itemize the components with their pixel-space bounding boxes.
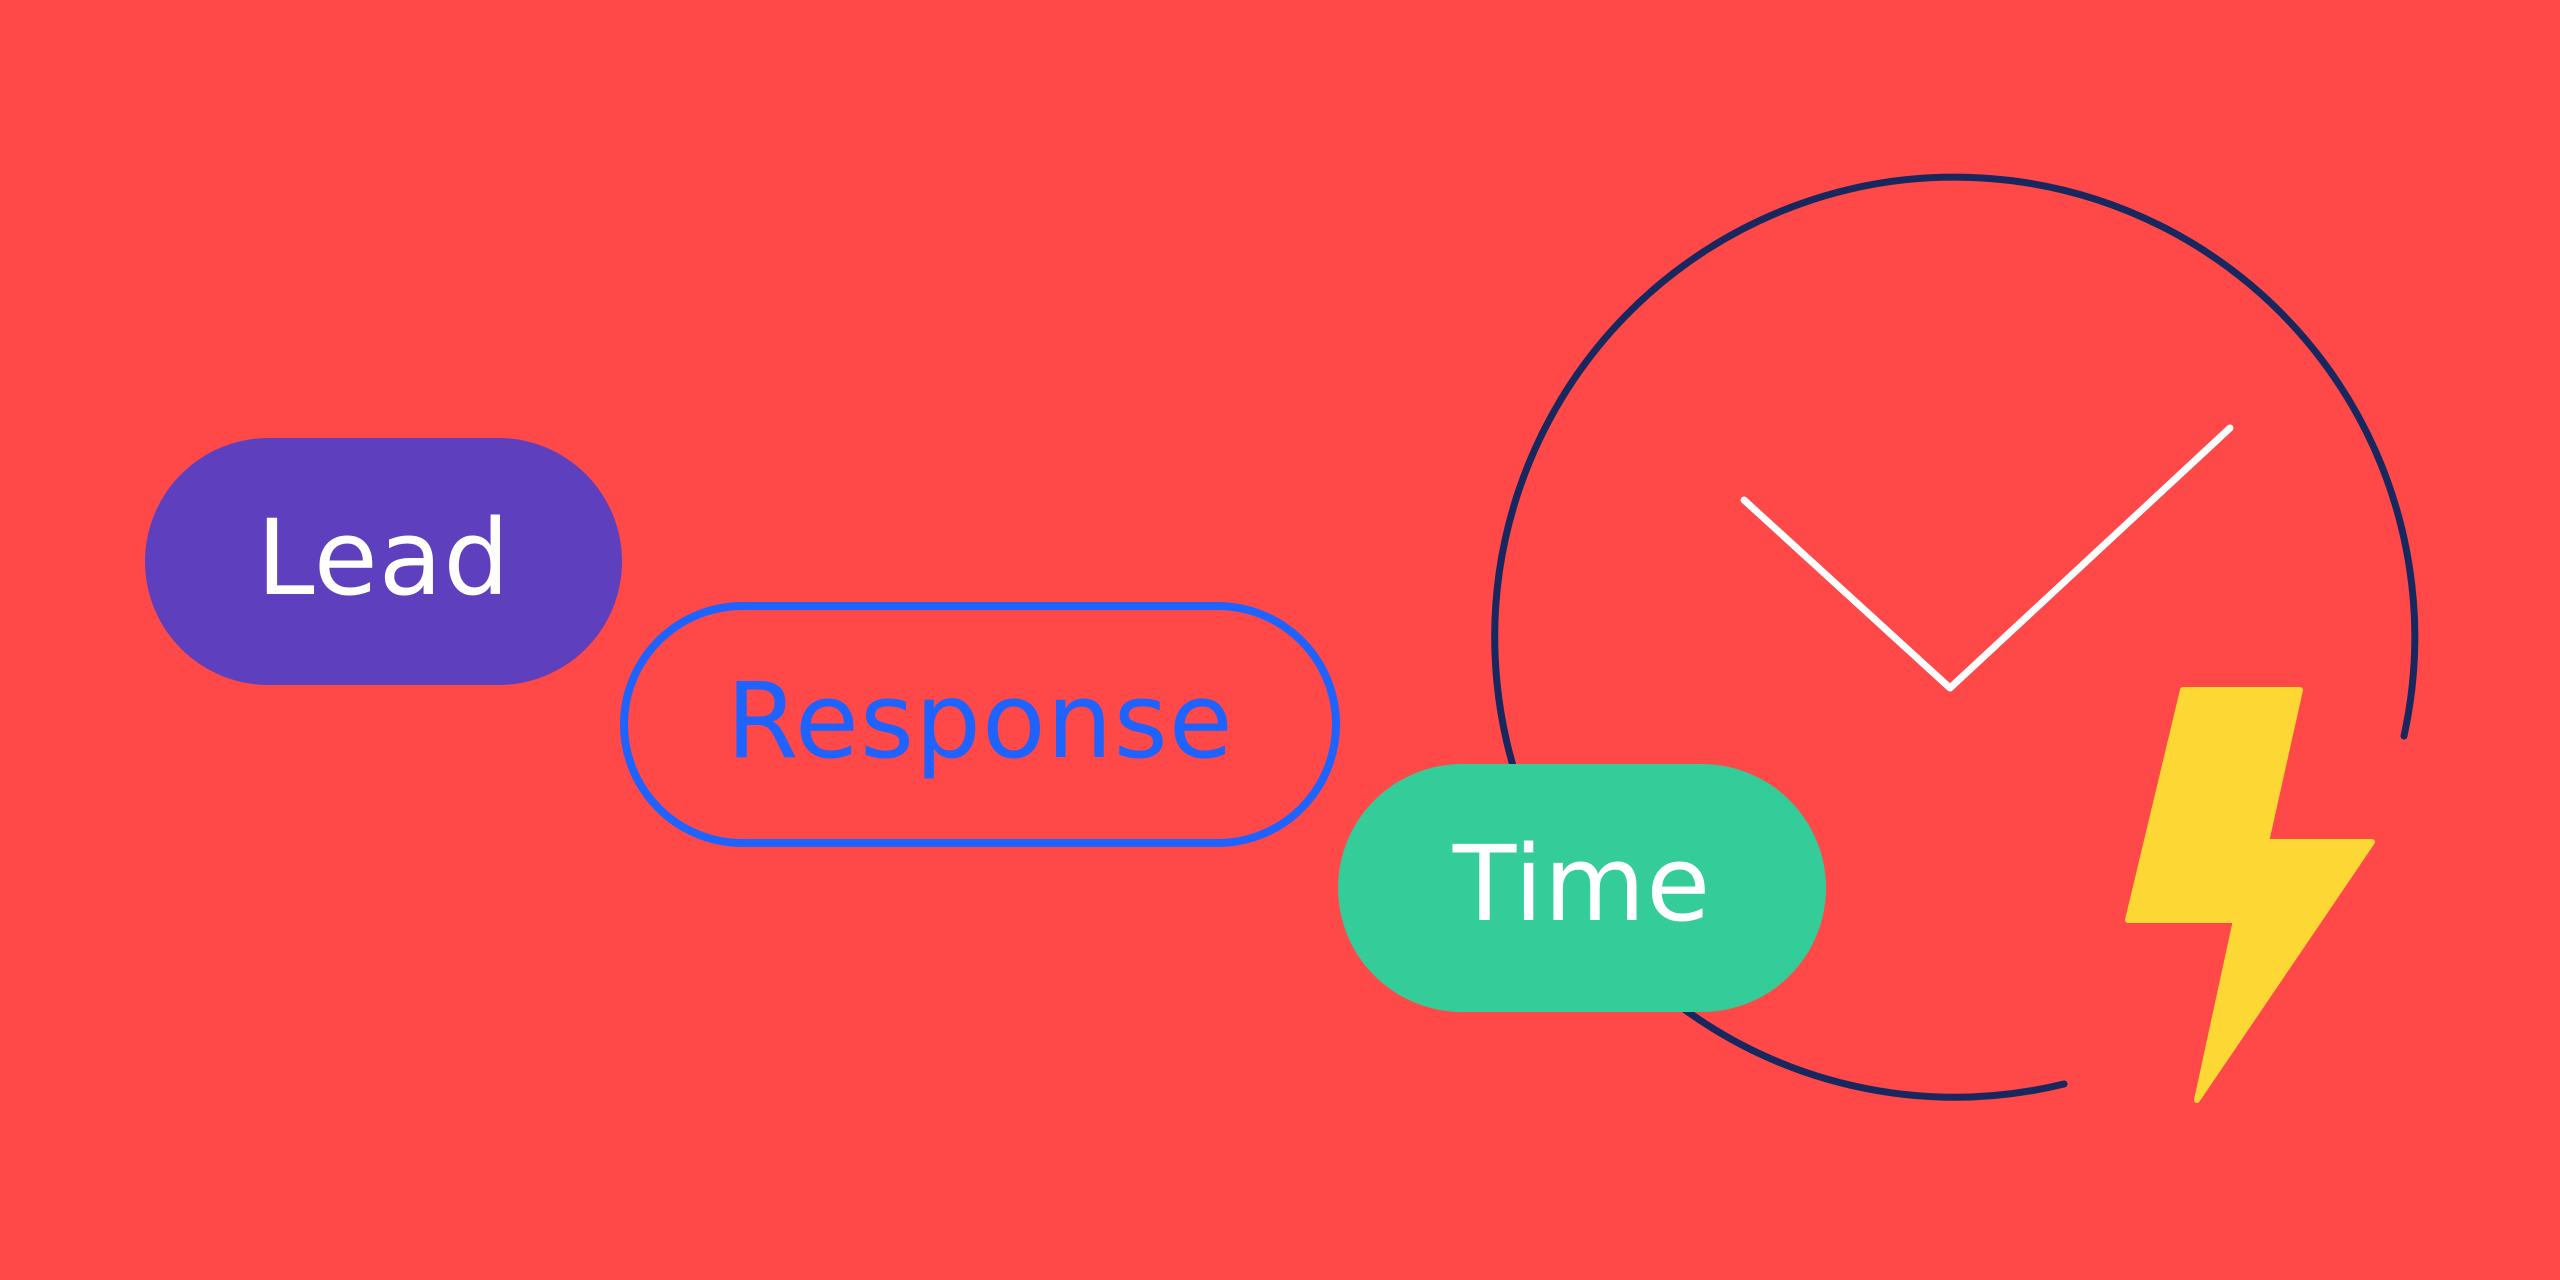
- clock-ring: [1491, 173, 2419, 1101]
- response-pill: Response: [620, 602, 1340, 847]
- time-label: Time: [1452, 823, 1712, 945]
- time-pill: Time: [1338, 764, 1826, 1012]
- response-label: Response: [726, 659, 1234, 782]
- lead-label: Lead: [256, 496, 511, 619]
- clock-hands: [1740, 424, 2234, 692]
- lead-pill: Lead: [145, 438, 622, 685]
